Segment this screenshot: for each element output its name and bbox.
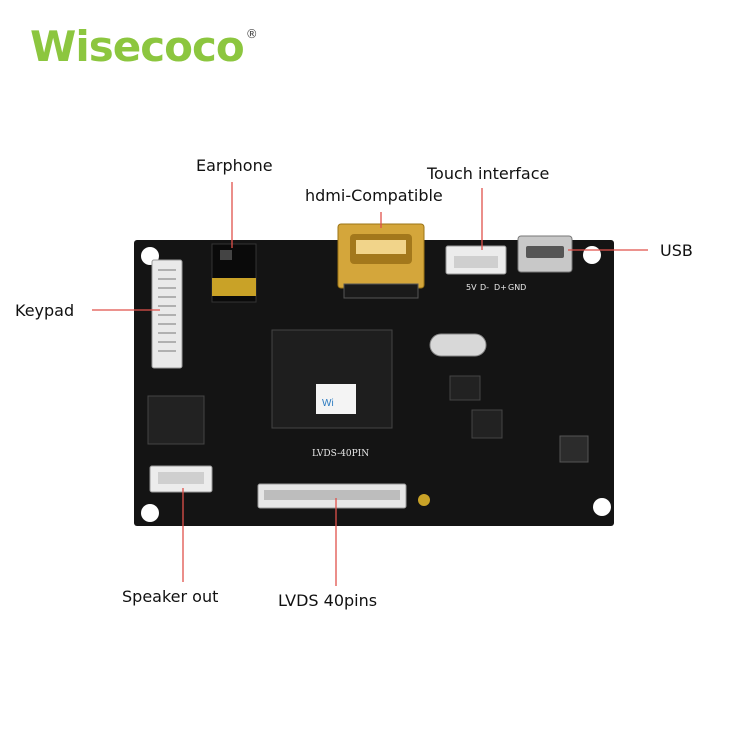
- ic-right-1: [449, 375, 481, 401]
- mount-hole-tr: [583, 246, 601, 264]
- lvds-silkscreen: LVDS-40PIN: [312, 449, 369, 459]
- ic-right-2: [471, 409, 503, 439]
- registered-mark: ®: [245, 27, 258, 41]
- keypad-label: Keypad: [15, 301, 75, 320]
- pin-label-gnd: GND: [508, 283, 526, 292]
- hdmi-label: hdmi-Compatible: [305, 186, 443, 205]
- pin-label-dminus: D-: [480, 283, 489, 292]
- crystal: [429, 333, 487, 357]
- ic-left: [147, 395, 205, 445]
- chip-sticker: [316, 384, 356, 414]
- keypad-connector: [151, 259, 183, 369]
- earphone-label: Earphone: [196, 156, 273, 175]
- brand-name: Wisecoco: [30, 22, 245, 71]
- lvds-label: LVDS 40pins: [278, 591, 378, 610]
- mount-hole-br: [593, 498, 611, 516]
- pin-label-dplus: D+: [494, 283, 507, 292]
- inductor: [559, 435, 589, 463]
- test-point: [418, 494, 430, 506]
- usb-label: USB: [660, 241, 693, 260]
- pin-label-5v: 5V: [466, 283, 477, 292]
- chip-sticker-text: Wi: [322, 398, 334, 409]
- brand-logo: Wisecoco®: [30, 26, 258, 68]
- mount-hole-bl: [141, 504, 159, 522]
- touch-label: Touch interface: [427, 164, 550, 183]
- speaker-label: Speaker out: [122, 587, 219, 606]
